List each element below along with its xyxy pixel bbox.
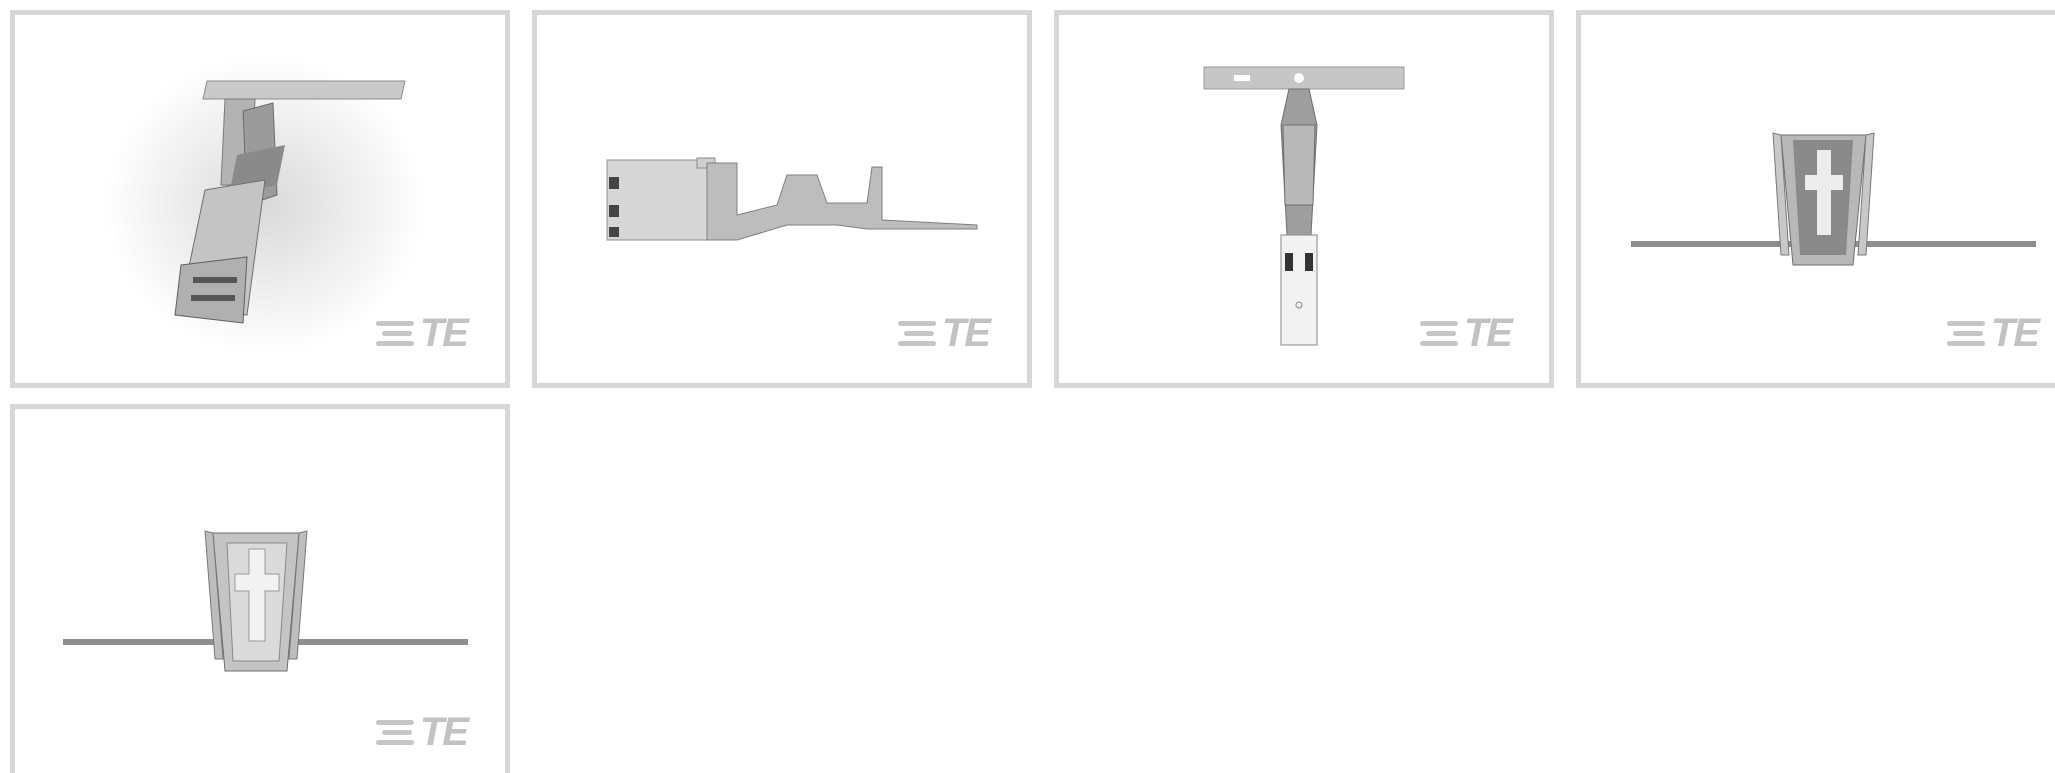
te-logo: TE — [375, 712, 469, 752]
terminal-isometric-image — [105, 55, 425, 355]
terminal-top-view-image — [1203, 66, 1405, 346]
thumbnail-front-view[interactable]: TE — [10, 404, 510, 773]
te-logo: TE — [897, 313, 991, 353]
thumbnail-side-view[interactable]: TE — [532, 10, 1032, 388]
terminal-rear-view-image — [1631, 132, 2036, 266]
te-logo: TE — [375, 313, 469, 353]
thumbnail-rear-view[interactable]: TE — [1576, 10, 2055, 388]
terminal-front-view-image — [63, 530, 468, 672]
thumbnail-top-view[interactable]: TE — [1054, 10, 1554, 388]
terminal-side-view-image — [606, 157, 978, 241]
thumbnail-isometric-view[interactable]: TE — [10, 10, 510, 388]
te-logo: TE — [1946, 313, 2040, 353]
te-logo: TE — [1419, 313, 1513, 353]
